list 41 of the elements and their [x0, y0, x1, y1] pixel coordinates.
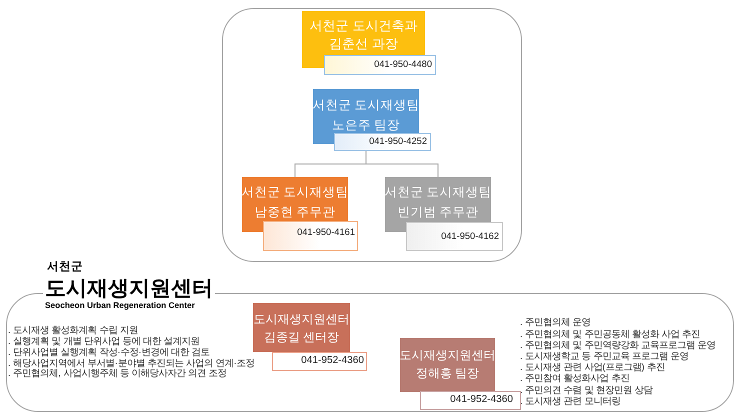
duty-list-item: . 도시재생 활성화계획 수립 지원 — [8, 325, 138, 336]
staff-name: 노은주 팀장 — [332, 118, 400, 132]
staff-name: 남중현 주무관 — [254, 204, 336, 220]
staff-box — [313, 89, 431, 151]
staff-name: 김춘선 과장 — [329, 36, 398, 52]
department-name: 서천군 도시재생팀 — [241, 184, 349, 200]
staff-name: 정해홍 팀장 — [416, 366, 480, 380]
staff-name: 김종길 센터장 — [264, 330, 340, 344]
duty-list-item: . 주민협의체 운영 — [520, 317, 591, 329]
staff-box — [302, 11, 436, 75]
staff-box — [400, 338, 521, 410]
english-subheading: Seocheon Urban Regeneration Center — [45, 301, 195, 311]
department-name: 서천군 도시재생팀 — [312, 98, 420, 112]
staff-name: 빈기범 주무관 — [397, 204, 479, 220]
duty-list-item: . 주민의견 수렴 및 현장민원 상담 — [520, 384, 652, 396]
rounded-panel — [222, 8, 522, 262]
phone-number-box: 041-952-4360 — [272, 352, 367, 371]
department-name: 서천군 도시건축과 — [310, 18, 418, 34]
duty-list-item: . 단위사업별 실행계획 작성·수정·변경에 대한 검토 — [8, 346, 210, 358]
duty-list-item: . 해당사업지역에서 부서별·분야별 추진되는 사업의 연계·조정 — [8, 358, 255, 368]
phone-number-box: 041-950-4162 — [406, 222, 503, 251]
duty-list-item: . 주민협의체, 사업시행주체 등 이해당사자간 의견 조정 — [8, 368, 227, 380]
duty-list-item: . 도시재생 관련 사업(프로그램) 추진 — [520, 362, 666, 374]
staff-box — [385, 177, 503, 251]
department-name: 도시재생지원센터 — [400, 348, 496, 362]
region-name: 서천군 — [47, 261, 83, 275]
department-name: 도시재생지원센터 — [254, 312, 350, 326]
duty-list-item: . 도시재생학교 등 주민교육 프로그램 운영 — [520, 351, 688, 362]
phone-number-box: 041-950-4161 — [263, 221, 358, 251]
connector-line — [366, 150, 438, 178]
staff-box — [242, 177, 358, 251]
duty-list-item: . 주민협의체 및 주민역량강화 교육프로그램 운영 — [520, 340, 716, 351]
phone-number-box: 041-950-4252 — [334, 133, 431, 151]
duty-list-item: . 주민협의체 및 주민공동체 활성화 사업 추진 — [520, 328, 700, 340]
phone-number-box: 041-950-4480 — [324, 55, 436, 75]
duty-list-item: . 도시재생 관련 모니터링 — [520, 396, 620, 407]
staff-box — [253, 303, 367, 371]
duty-list-item: . 주민참여 활성화사업 추진 — [520, 373, 630, 385]
duty-list-item: . 실행계획 및 개별 단위사업 등에 대한 설계지원 — [8, 336, 200, 348]
department-name: 서천군 도시재생팀 — [384, 184, 492, 200]
phone-number-box: 041-952-4360 — [420, 391, 521, 410]
